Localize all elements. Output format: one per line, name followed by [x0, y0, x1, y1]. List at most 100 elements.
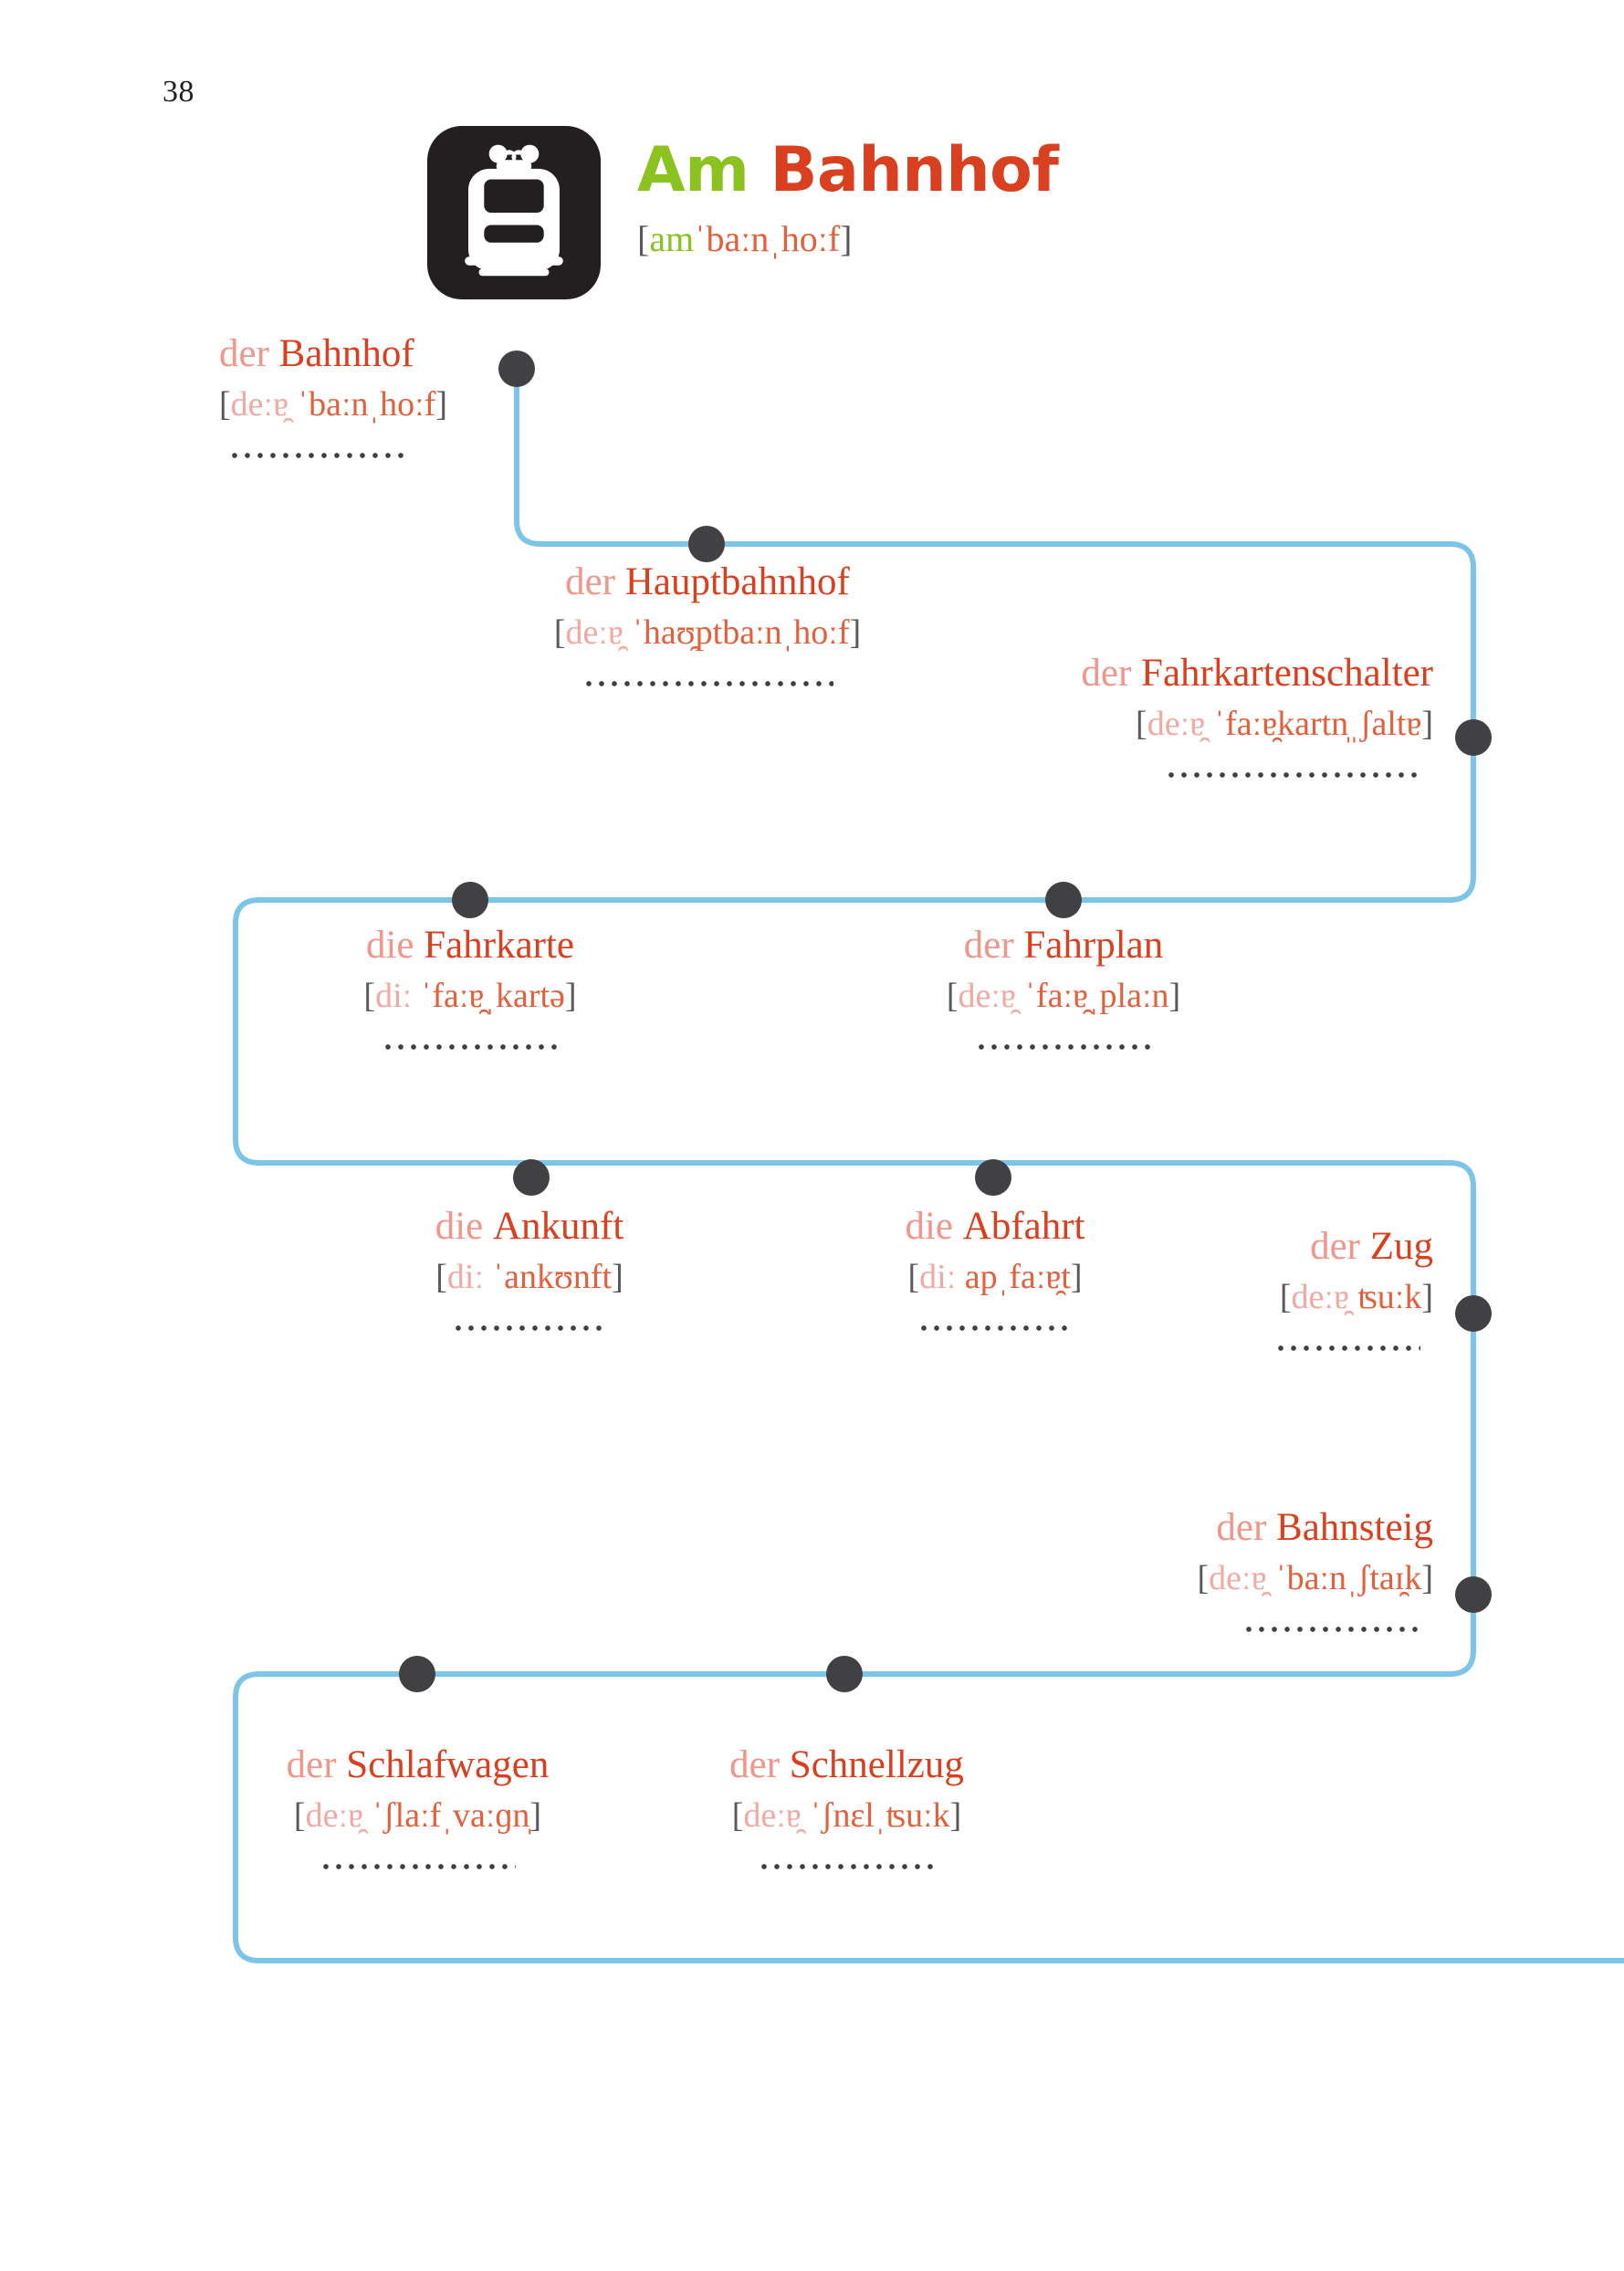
vocab-noun: Abfahrt — [962, 1205, 1085, 1248]
vocab-word: die Abfahrt — [803, 1203, 1187, 1251]
chapter-title: Am Bahnhof — [637, 134, 1059, 206]
vocab-article: der — [1081, 652, 1132, 695]
chapter-ipa-article: am — [649, 218, 695, 259]
ipa-close-bracket: ] — [564, 977, 577, 1015]
vocab-entry-hauptbahnhof: der Hauptbahnhof [deːɐ̯ ˈhaʊ̯ptbaːnˌhоːf… — [475, 559, 940, 688]
vocab-article: die — [905, 1205, 954, 1248]
vocab-noun: Bahnsteig — [1276, 1506, 1433, 1549]
ipa-close-bracket: ] — [1421, 1278, 1433, 1316]
vocab-ipa-article: deːɐ̯ — [958, 977, 1016, 1015]
vocab-noun: Bahnhof — [278, 332, 414, 375]
vocab-word: der Bahnhof — [219, 330, 520, 378]
node-dot-zug — [1455, 1295, 1492, 1332]
vocab-ipa-main: ˈankʊnft — [492, 1258, 613, 1296]
vocab-entry-schnellzug: der Schnellzug [deːɐ̯ ˈʃnɛlˌʦuːk] — [666, 1742, 1027, 1871]
vocab-word: der Fahrplan — [867, 922, 1260, 969]
vocab-ipa: [deːɐ̯ ˈfaːɐ̯kartn̩ˌʃaltɐ] — [931, 701, 1433, 747]
writing-line[interactable] — [974, 1042, 1153, 1052]
node-dot-fahrplan — [1045, 882, 1082, 918]
vocab-word: der Zug — [1105, 1223, 1433, 1271]
chapter-ipa-main: ˈbaːnˌhоːf — [694, 218, 841, 259]
vocab-entry-fahrkartenschalter: der Fahrkartenschalter [deːɐ̯ ˈfaːɐ̯kart… — [931, 650, 1433, 780]
vocab-ipa-article: deːɐ̯ — [565, 613, 623, 652]
vocab-ipa: [deːɐ̯ ʦuːk] — [1105, 1274, 1433, 1320]
ipa-close-bracket: ] — [1168, 977, 1181, 1015]
ipa-close-bracket: ] — [529, 1796, 542, 1835]
ipa-close-bracket: ] — [849, 613, 862, 652]
chapter-heading-block: Am Bahnhof [amˈbaːnˌhоːf] — [637, 134, 1059, 265]
writing-line[interactable] — [581, 679, 833, 688]
vocab-noun: Schlafwagen — [346, 1743, 550, 1786]
vocab-ipa-main: ˈfaːɐ̯kartn̩ˌʃaltɐ — [1213, 705, 1422, 743]
vocab-ipa: [diː ˈfaːɐ̯ˌkartə] — [274, 973, 666, 1019]
vocab-noun: Fahrkartenschalter — [1141, 652, 1433, 695]
node-dot-abfahrt — [975, 1159, 1011, 1196]
vocab-article: der — [286, 1743, 337, 1786]
vocab-word: die Ankunft — [338, 1203, 721, 1251]
node-dot-schlafwagen — [399, 1656, 435, 1692]
ipa-open-bracket: [ — [907, 1258, 920, 1296]
vocab-ipa-main: apˌfaːɐ̯t — [964, 1258, 1071, 1296]
vocab-ipa-article: deːɐ̯ — [230, 385, 288, 424]
page-number: 38 — [162, 75, 194, 109]
vocab-ipa: [diː apˌfaːɐ̯t] — [803, 1254, 1187, 1300]
writing-line[interactable] — [228, 451, 406, 460]
vocab-article: der — [963, 924, 1014, 967]
chapter-title-article: Am — [637, 134, 749, 206]
vocab-word: der Schlafwagen — [224, 1742, 612, 1789]
chapter-header: Am Bahnhof [amˈbaːnˌhоːf] — [427, 126, 1340, 318]
vocab-noun: Ankunft — [492, 1205, 624, 1248]
ipa-open-bracket: [ — [553, 613, 566, 652]
ipa-open-bracket: [ — [363, 977, 376, 1015]
writing-line[interactable] — [1242, 1625, 1420, 1634]
vocab-ipa-main: ˈhaʊ̯ptbaːnˌhоːf — [632, 613, 850, 652]
writing-line[interactable] — [917, 1324, 1073, 1333]
vocab-article: der — [1216, 1506, 1267, 1549]
vocab-entry-zug: der Zug [deːɐ̯ ʦuːk] — [1105, 1223, 1433, 1353]
vocab-ipa: [deːɐ̯ ˈbaːnˌhоːf] — [219, 382, 520, 427]
vocab-ipa-article: deːɐ̯ — [1209, 1559, 1267, 1597]
ipa-open-bracket: [ — [1197, 1559, 1210, 1597]
vocab-ipa-main: ˈbaːnˌʃtaɪ̯k — [1274, 1559, 1422, 1597]
vocab-entry-schlafwagen: der Schlafwagen [deːɐ̯ ˈʃlaːfˌvaːɡn̩] — [224, 1742, 612, 1871]
node-dot-fahrkarte — [452, 882, 488, 918]
writing-line[interactable] — [320, 1862, 516, 1871]
vocab-ipa-main: ˈfaːɐ̯ˌplaːn — [1024, 977, 1169, 1015]
ipa-close-bracket: ] — [1421, 705, 1433, 743]
writing-line[interactable] — [1165, 770, 1420, 780]
node-dot-fahrkartenschalter — [1455, 719, 1492, 756]
vocab-entry-bahnsteig: der Bahnsteig [deːɐ̯ ˈbaːnˌʃtaɪ̯k] — [1022, 1504, 1433, 1634]
vocab-article: die — [435, 1205, 484, 1248]
vocab-ipa-article: deːɐ̯ — [305, 1796, 363, 1835]
vocab-ipa-main: ˈbaːnˌhоːf — [297, 385, 436, 424]
vocab-article: der — [1310, 1225, 1360, 1268]
ipa-open-bracket: [ — [946, 977, 959, 1015]
ipa-open-bracket: [ — [435, 1258, 447, 1296]
ipa-open-bracket: [ — [1136, 705, 1147, 743]
ipa-open-bracket: [ — [731, 1796, 744, 1835]
vocab-noun: Hauptbahnhof — [624, 560, 850, 603]
vocab-ipa-article: diː — [919, 1258, 957, 1296]
vocab-ipa: [deːɐ̯ ˈhaʊ̯ptbaːnˌhоːf] — [475, 610, 940, 655]
vocab-article: der — [565, 560, 616, 603]
vocab-ipa-article: deːɐ̯ — [743, 1796, 802, 1835]
vocab-ipa: [deːɐ̯ ˈʃlaːfˌvaːɡn̩] — [224, 1793, 612, 1838]
writing-line[interactable] — [758, 1862, 936, 1871]
vocab-article: der — [219, 332, 269, 375]
chapter-ipa: [amˈbaːnˌhоːf] — [637, 214, 1058, 265]
writing-line[interactable] — [452, 1324, 607, 1333]
ipa-close-bracket: ] — [612, 1258, 623, 1296]
vocab-ipa-main: ˈfaːɐ̯ˌkartə — [420, 977, 565, 1015]
vocab-entry-abfahrt: die Abfahrt [diː apˌfaːɐ̯t] — [803, 1203, 1187, 1333]
vocab-entry-bahnhof: der Bahnhof [deːɐ̯ ˈbaːnˌhоːf] — [219, 330, 520, 460]
ipa-open-bracket: [ — [1279, 1278, 1292, 1316]
vocab-word: die Fahrkarte — [274, 922, 666, 969]
vocab-ipa: [deːɐ̯ ˈfaːɐ̯ˌplaːn] — [867, 973, 1260, 1019]
writing-line[interactable] — [381, 1042, 560, 1052]
writing-line[interactable] — [1274, 1344, 1420, 1353]
vocab-ipa-article: diː — [375, 977, 413, 1015]
vocab-ipa-main: ˈʃlaːfˌvaːɡn̩ — [372, 1796, 530, 1835]
vocab-noun: Fahrkarte — [424, 924, 575, 967]
vocab-noun: Fahrplan — [1023, 924, 1164, 967]
